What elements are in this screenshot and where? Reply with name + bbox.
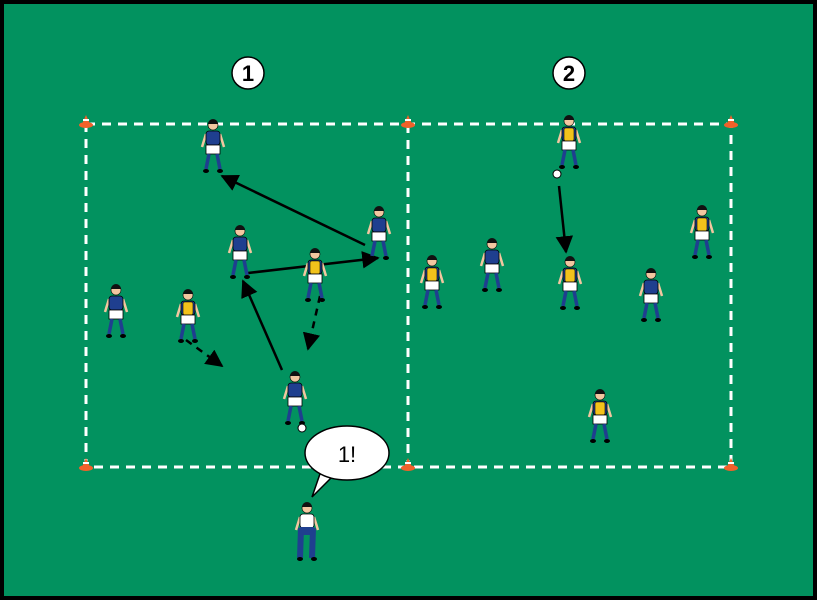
player-blue (479, 238, 505, 292)
zone-label-1: 1 (231, 56, 265, 90)
player-yellow (557, 256, 583, 310)
player-blue (227, 225, 253, 279)
player-yellow (689, 205, 715, 259)
cone (724, 458, 738, 471)
player-yellow (302, 248, 328, 302)
player-blue (366, 206, 392, 260)
cone (724, 115, 738, 128)
pass-arrow (220, 174, 366, 247)
cone (79, 115, 93, 128)
cone (401, 115, 415, 128)
cone (401, 458, 415, 471)
player-yellow (587, 389, 613, 443)
coach (294, 502, 320, 561)
players (103, 115, 715, 561)
zone-label-2: 2 (552, 56, 586, 90)
player-blue (103, 284, 129, 338)
coach-speech-text: 1! (338, 442, 356, 467)
player-blue (638, 268, 664, 322)
svg-text:2: 2 (563, 61, 575, 86)
player-blue (200, 119, 226, 173)
cones (79, 115, 738, 471)
player-yellow (175, 289, 201, 343)
player-yellow (419, 255, 445, 309)
cone (79, 458, 93, 471)
run-arrow (302, 295, 322, 351)
ball (297, 169, 562, 433)
svg-text:1: 1 (242, 61, 254, 86)
player-yellow (556, 115, 582, 169)
coach-speech-bubble: 1! (304, 425, 390, 498)
player-blue (282, 371, 308, 425)
pass-arrow (241, 279, 284, 371)
pass-arrow (555, 185, 574, 254)
